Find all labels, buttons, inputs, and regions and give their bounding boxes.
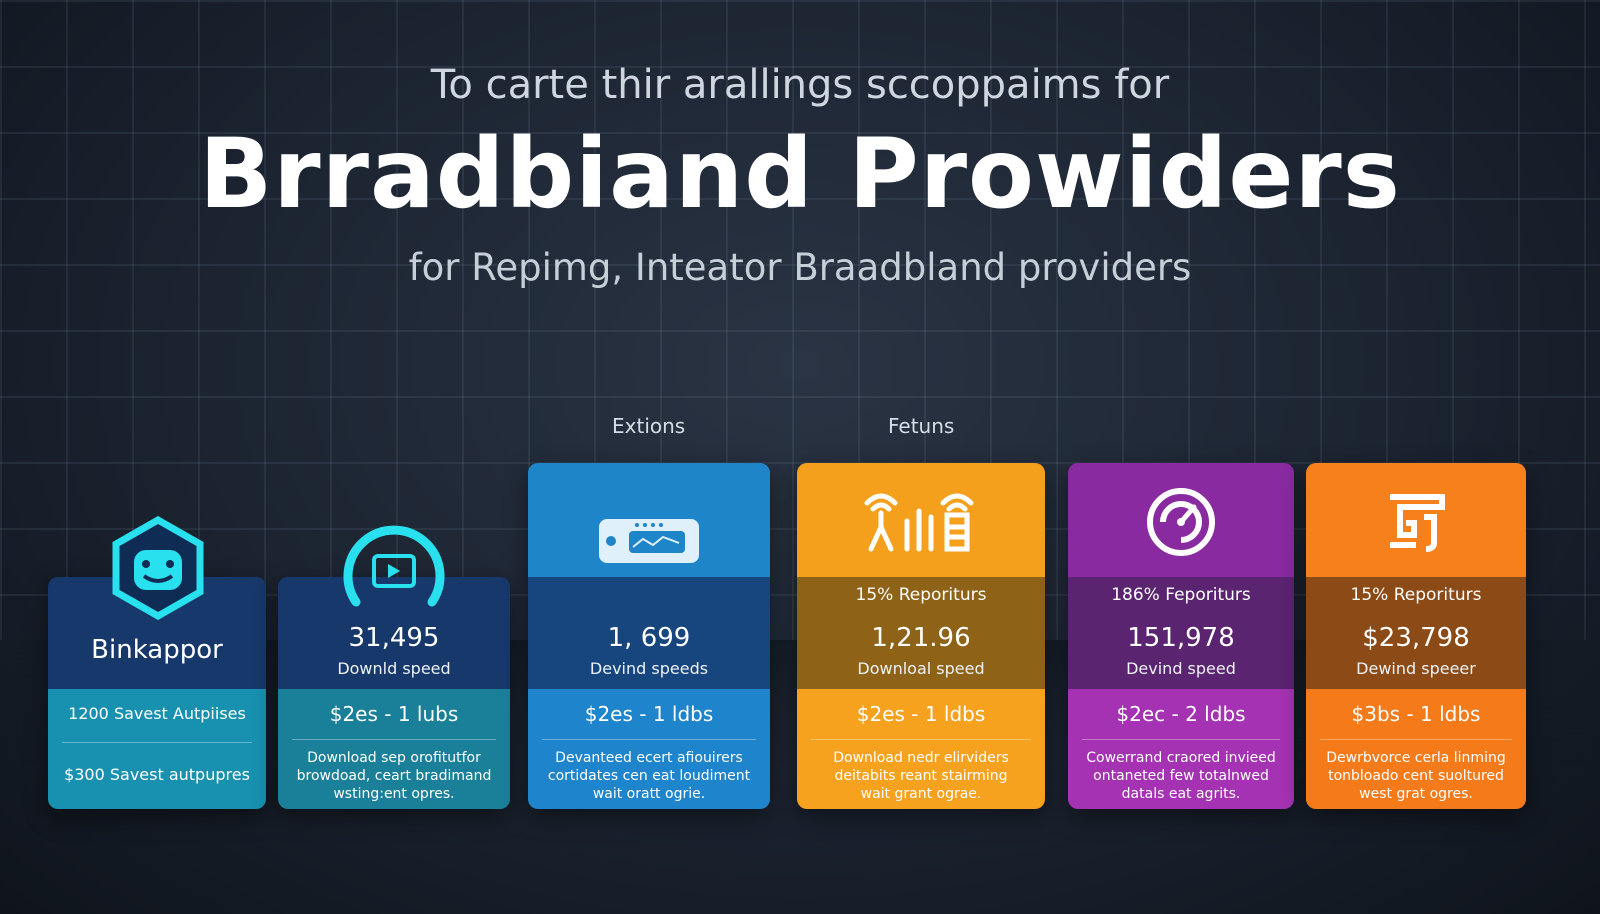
price-range: $2ec - 2 ldbs xyxy=(1116,702,1246,726)
g-logo-icon xyxy=(1306,489,1526,553)
report-tagline: 186% Feporiturs xyxy=(1111,585,1251,605)
provider-line-2: $300 Savest autpupres xyxy=(64,765,250,784)
speed-unit: Devind speed xyxy=(1126,659,1236,678)
speed-unit: Dewind speeer xyxy=(1356,659,1476,678)
speed-value: 31,495 xyxy=(348,623,440,653)
provider-card-3[interactable]: 15% Reporiturs 1,21.96 Downloal speed $2… xyxy=(797,463,1045,809)
speed-unit: Downld speed xyxy=(337,659,451,678)
overline-text: To carte thir arallings sccoppaims for xyxy=(430,62,1170,108)
speed-value: 1,21.96 xyxy=(871,623,971,653)
provider-line-1: 1200 Savest Autpiises xyxy=(68,704,246,723)
price-range: $2es - 1 ldbs xyxy=(856,702,986,726)
price-range: $2es - 1 ldbs xyxy=(584,702,714,726)
speed-unit: Downloal speed xyxy=(857,659,985,678)
page-title: Brradbiand Prowiders xyxy=(199,118,1401,230)
subtitle-text: for Repimg, Inteator Braadbland provider… xyxy=(408,246,1192,289)
provider-card-5[interactable]: 15% Reporiturs $23,798 Dewind speeer $3b… xyxy=(1306,463,1526,809)
provider-card-0[interactable]: Binkappor 1200 Savest Autpiises $300 Sav… xyxy=(48,577,266,809)
signal-towers-icon xyxy=(797,487,1045,553)
gauge-icon xyxy=(1068,485,1294,559)
price-range: $2es - 1 lubs xyxy=(329,702,459,726)
robot-face-icon xyxy=(108,516,208,620)
report-tagline: 15% Reporiturs xyxy=(1350,585,1482,605)
router-icon xyxy=(528,513,770,567)
price-range: $3bs - 1 ldbs xyxy=(1351,702,1481,726)
column-label-fetuns: Fetuns xyxy=(888,414,955,438)
column-label-extions: Extions xyxy=(612,414,686,438)
provider-name: Binkappor xyxy=(91,635,223,665)
speed-value: 1, 699 xyxy=(607,623,691,653)
provider-card-1[interactable]: 31,495 Downld speed $2es - 1 lubs Downlo… xyxy=(278,577,510,809)
speed-value: 151,978 xyxy=(1127,623,1235,653)
report-tagline: 15% Reporiturs xyxy=(855,585,987,605)
provider-card-2[interactable]: 1, 699 Devind speeds $2es - 1 ldbs Devan… xyxy=(528,463,770,809)
speedometer-icon xyxy=(338,516,450,616)
speed-unit: Devind speeds xyxy=(589,659,709,678)
speed-value: $23,798 xyxy=(1362,623,1470,653)
provider-card-4[interactable]: 186% Feporiturs 151,978 Devind speed $2e… xyxy=(1068,463,1294,809)
